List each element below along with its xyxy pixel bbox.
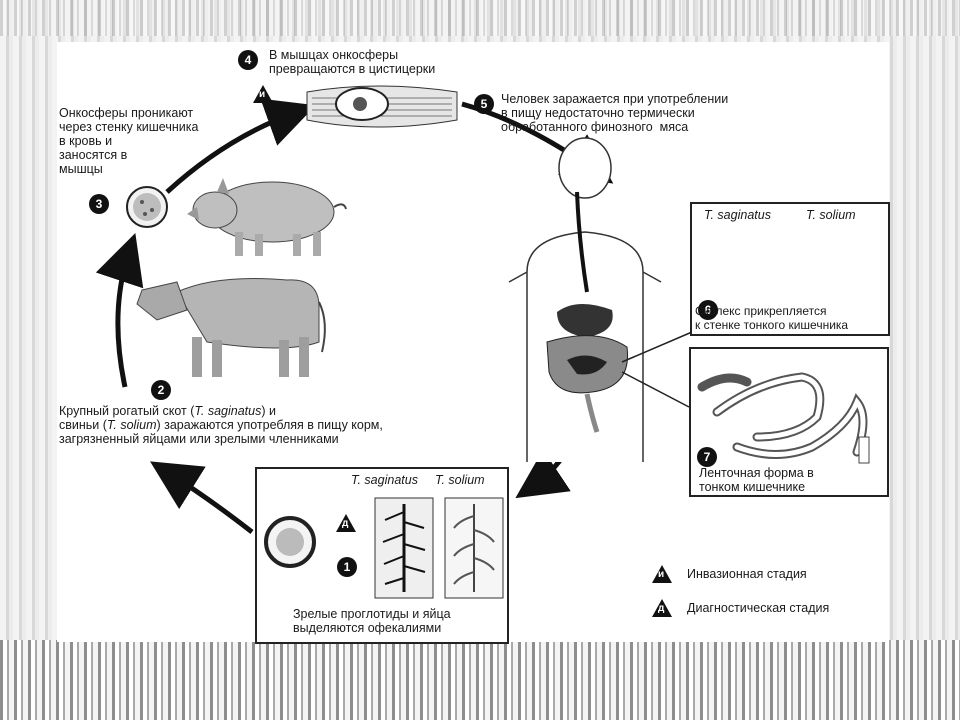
proglottid-saginatus-image <box>374 497 434 599</box>
tapeworm-strobila-highlight <box>714 374 866 457</box>
diagram-slide: 4 и В мышцах онкосферы превращаются в ци… <box>57 42 890 644</box>
oncosphere-image <box>126 186 168 228</box>
legend-invasive-letter: и <box>658 569 665 580</box>
pointer-line-6 <box>621 331 693 363</box>
proglottid-segment-image <box>858 436 870 464</box>
stage-5-number: 5 <box>474 94 494 114</box>
legend-invasive-label: Инвазионная стадия <box>687 567 807 581</box>
invasive-stage-badge: и <box>252 84 274 104</box>
pointer-line-7 <box>621 371 690 408</box>
legend-diagnostic-letter: д <box>658 603 665 614</box>
cycle-arrow-2-to-3 <box>95 233 144 388</box>
scolex-box: T. saginatus T. solium 6 <box>690 202 890 336</box>
box-1-species-2: T. solium <box>435 473 485 487</box>
top-stripe-band <box>0 0 960 36</box>
human-body-image <box>508 137 662 462</box>
stage-4-number: 4 <box>238 50 258 70</box>
cow-image <box>136 278 326 377</box>
box-1-species-1: T. saginatus <box>351 473 418 487</box>
stage-1-number: 1 <box>337 557 357 577</box>
diagnostic-stage-badge: д <box>335 513 357 533</box>
stage-3-text: Онкосферы проникают через стенку кишечни… <box>59 106 199 176</box>
stage-2-line-1: Крупный рогатый скот ( <box>59 404 195 418</box>
stage-3-number: 3 <box>89 194 109 214</box>
stage-2-species-2: T. solium <box>106 418 157 432</box>
stage-2-species-1: T. saginatus <box>194 404 262 418</box>
pig-image <box>187 178 347 256</box>
cycle-arrow-3-to-4 <box>165 98 316 194</box>
diagnostic-stage-badge-letter: д <box>342 518 349 529</box>
legend-invasive-icon: и <box>651 564 673 584</box>
stage-6-number: 6 <box>698 300 718 320</box>
stage-6-text: Сколекс прикрепляется к стенке тонкого к… <box>695 304 849 332</box>
stage-2-line-3: загрязненный яйцами или зрелыми членника… <box>59 432 339 446</box>
stage-2-number: 2 <box>151 380 171 400</box>
cycle-arrow-1-to-2 <box>150 461 254 534</box>
stage-2-line-2: свиньи ( <box>59 418 107 432</box>
invasive-stage-badge-letter: и <box>259 89 266 100</box>
egg-image <box>264 516 316 568</box>
stage-7-number: 7 <box>697 447 717 467</box>
legend-diagnostic-label: Диагностическая стадия <box>687 601 830 615</box>
muscle-cysticercus-image <box>306 85 458 128</box>
stage-2-line-2-end: ) заражаются употребляя в пищу корм, <box>156 418 383 432</box>
box-6-species-2: T. solium <box>806 208 856 222</box>
stage-4-text: В мышцах онкосферы превращаются в цистиц… <box>269 48 436 76</box>
tapeworm-box: 7 Ленточная форма в тонком кишечнике <box>689 347 889 497</box>
legend-diagnostic-icon: д <box>651 598 673 618</box>
stage-5-text: Человек заражается при употреблении в пи… <box>501 92 729 134</box>
stage-2-line-1-end: ) и <box>261 404 276 418</box>
box-6-species-1: T. saginatus <box>704 208 771 222</box>
bottom-stripe-band <box>0 640 960 720</box>
stage-2-text: Крупный рогатый скот (T. saginatus) и св… <box>59 404 383 446</box>
stage-7-text: Ленточная форма в тонком кишечнике <box>699 466 814 494</box>
proglottid-solium-image <box>444 497 504 599</box>
stage-1-text: Зрелые проглотиды и яйца выделяются офек… <box>293 607 451 635</box>
proglottid-box: T. saginatus T. solium д 1 Зрелые прогло… <box>255 467 509 644</box>
